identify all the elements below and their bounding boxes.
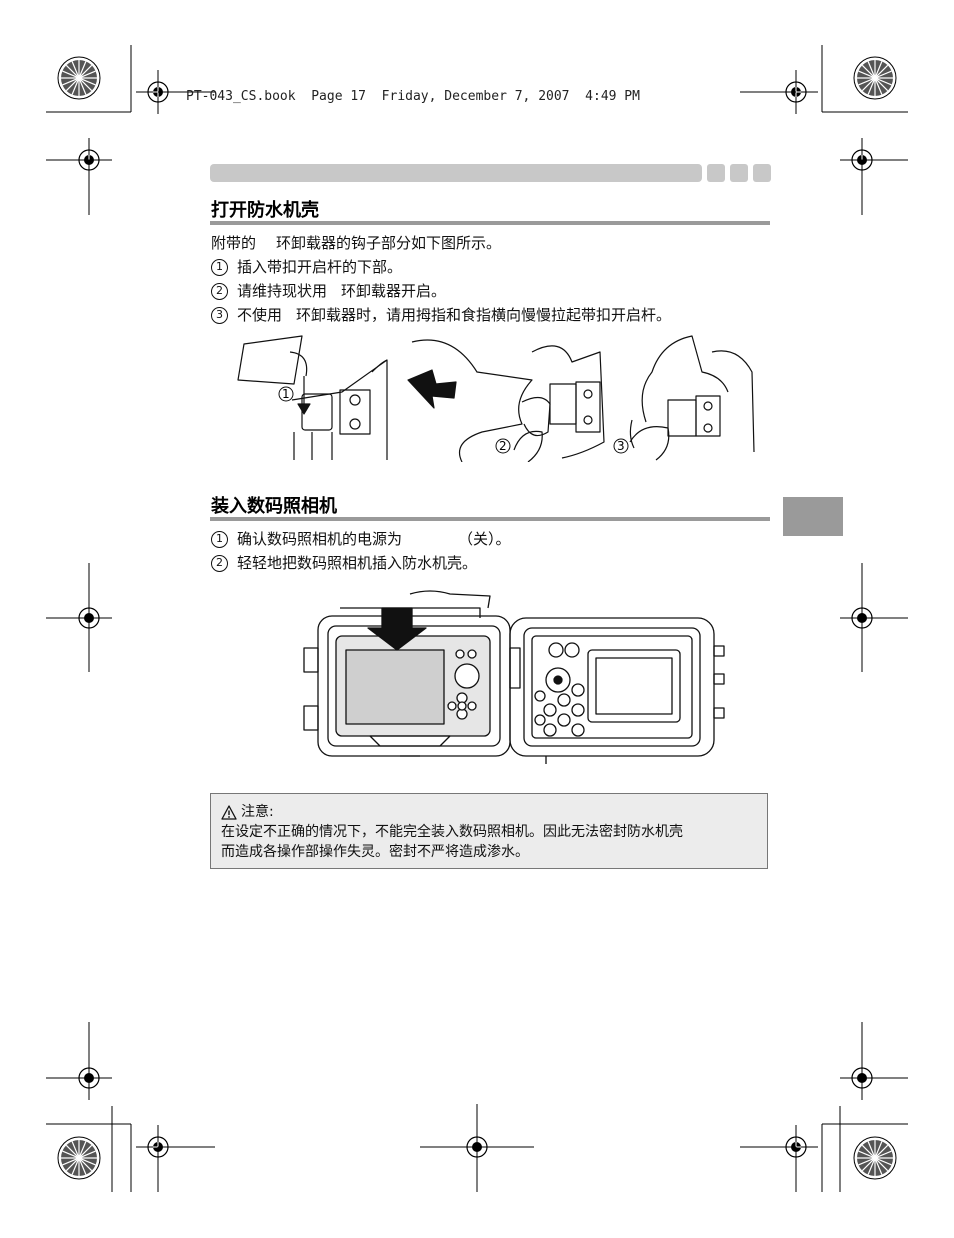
step-number: 3 bbox=[211, 306, 228, 324]
step-number: 2 bbox=[211, 554, 228, 572]
chapter-tab bbox=[783, 497, 843, 536]
intro-text: 环卸载器的钩子部分如下图所示。 bbox=[276, 234, 502, 252]
print-header: PT-043_CS.book Page 17 Friday, December … bbox=[186, 89, 640, 104]
step-text: 环卸载器开启。 bbox=[341, 282, 447, 300]
caution-title: 注意: bbox=[241, 804, 274, 820]
step-number: 1 bbox=[211, 530, 228, 548]
step-text: 轻轻地把数码照相机插入防水机壳。 bbox=[237, 554, 478, 572]
header-square bbox=[753, 164, 771, 182]
caution-body-line: 在设定不正确的情况下，不能完全装入数码照相机。因此无法密封防水机壳 bbox=[221, 824, 683, 840]
section-rule bbox=[210, 221, 770, 225]
step-number: 2 bbox=[211, 282, 228, 300]
step-item: 2 轻轻地把数码照相机插入防水机壳。 bbox=[211, 551, 511, 575]
step-text: 环卸载器时，请用拇指和食指横向慢慢拉起带扣开启杆。 bbox=[296, 306, 672, 324]
open-case-illustration: 1 2 3 bbox=[237, 335, 755, 462]
step-item: 1 插入带扣开启杆的下部。 bbox=[211, 255, 671, 279]
section-title-load-camera: 装入数码照相机 bbox=[211, 496, 337, 517]
caution-note: 注意: 在设定不正确的情况下，不能完全装入数码照相机。因此无法密封防水机壳 而造… bbox=[210, 793, 768, 869]
section-rule bbox=[210, 517, 770, 521]
section-title-open-case: 打开防水机壳 bbox=[211, 200, 319, 221]
warning-triangle-icon bbox=[221, 804, 237, 820]
figure-label: 2 bbox=[499, 439, 507, 453]
step-text: 不使用 bbox=[237, 306, 283, 324]
header-bar bbox=[210, 164, 702, 182]
caution-heading: 注意: bbox=[221, 802, 757, 822]
load-camera-illustration bbox=[303, 590, 725, 764]
step-text: 插入带扣开启杆的下部。 bbox=[237, 258, 403, 276]
figure-label: 3 bbox=[617, 439, 625, 453]
step-item: 1 确认数码照相机的电源为 （关）。 bbox=[211, 527, 511, 551]
step-text: （关）。 bbox=[458, 530, 511, 548]
section2-body: 1 确认数码照相机的电源为 （关）。 2 轻轻地把数码照相机插入防水机壳。 bbox=[211, 527, 511, 575]
step-item: 2 请维持现状用环卸载器开启。 bbox=[211, 279, 671, 303]
header-square bbox=[730, 164, 748, 182]
intro-line: 附带的 环卸载器的钩子部分如下图所示。 bbox=[211, 231, 671, 255]
caution-body-line: 而造成各操作部操作失灵。密封不严将造成渗水。 bbox=[221, 844, 529, 860]
step-number: 1 bbox=[211, 258, 228, 276]
step-text: 确认数码照相机的电源为 bbox=[237, 530, 403, 548]
intro-text: 附带的 bbox=[211, 234, 257, 252]
figure-label: 1 bbox=[282, 387, 290, 401]
step-item: 3 不使用环卸载器时，请用拇指和食指横向慢慢拉起带扣开启杆。 bbox=[211, 303, 671, 327]
step-text: 请维持现状用 bbox=[237, 282, 328, 300]
header-square bbox=[707, 164, 725, 182]
